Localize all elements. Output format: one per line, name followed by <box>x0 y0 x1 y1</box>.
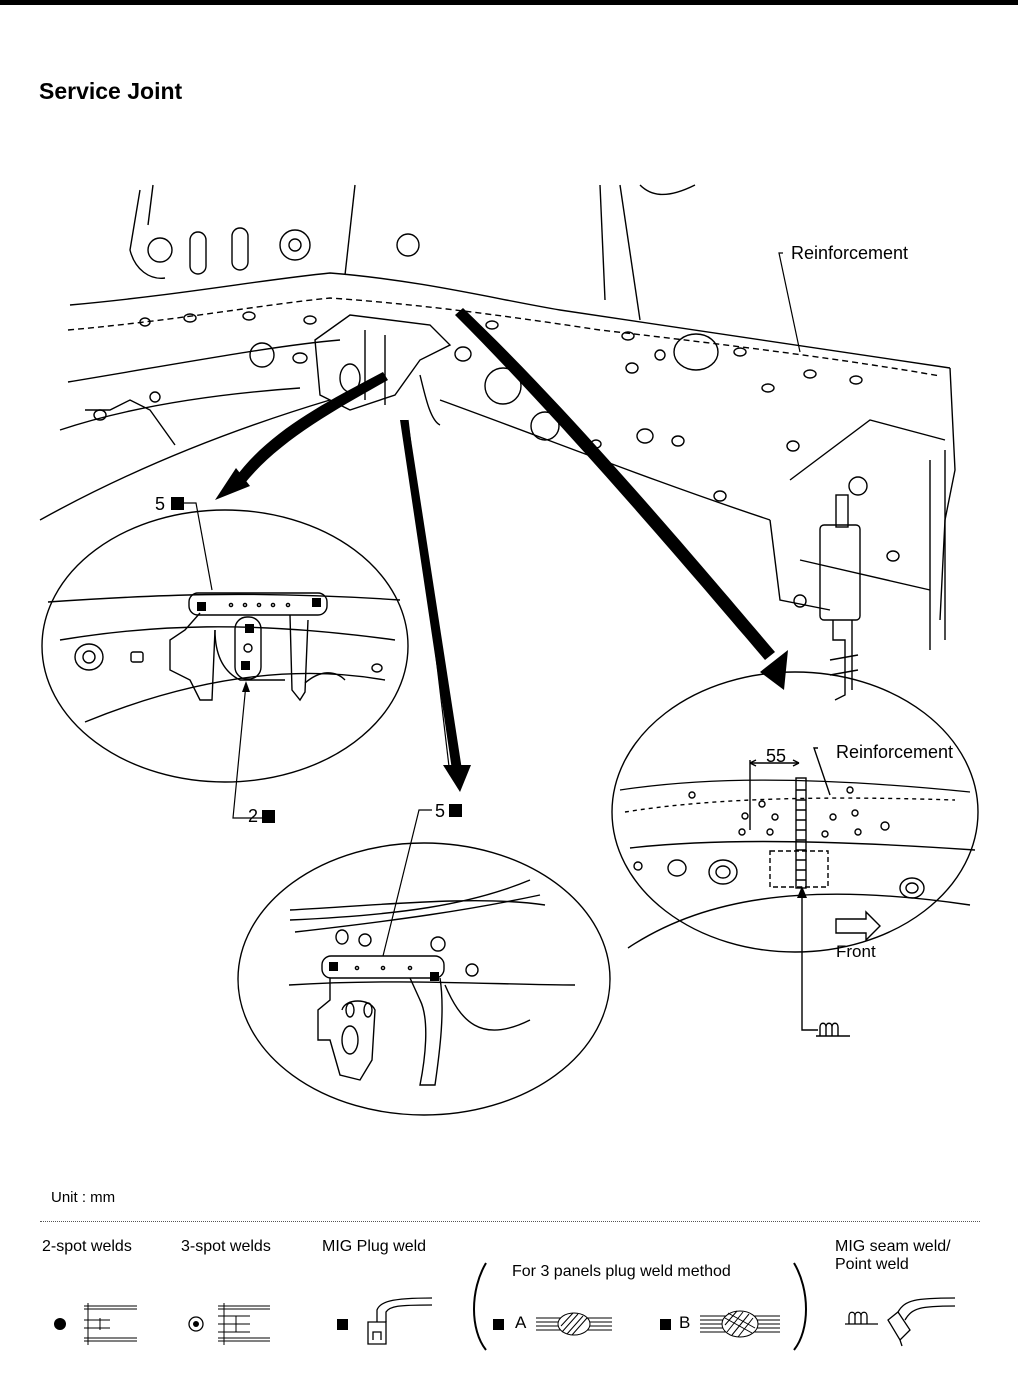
page-title: Service Joint <box>39 78 183 104</box>
legend-three-panels: For 3 panels plug weld method <box>512 1263 731 1280</box>
swept-arrows <box>215 308 788 792</box>
top-border <box>0 0 1018 5</box>
legend-mig-seam: MIG seam weld/ <box>835 1238 951 1255</box>
legend-option-a: A <box>515 1313 527 1332</box>
mig-seam-symbol <box>816 1022 850 1037</box>
weld-count-left-top: 5 <box>155 494 166 514</box>
legend-three-spot: 3-spot welds <box>181 1238 271 1255</box>
unit-label: Unit : mm <box>51 1189 116 1206</box>
legend-option-b: B <box>679 1313 691 1332</box>
legend-mig-plug: MIG Plug weld <box>322 1238 427 1255</box>
legend-graphics <box>54 1262 956 1351</box>
detail-circle-left <box>41 509 409 783</box>
legend-point-weld: Point weld <box>835 1256 909 1273</box>
legend-two-spot: 2-spot welds <box>42 1238 132 1255</box>
frame-illustration <box>39 184 956 701</box>
detail-circle-bottom <box>237 842 611 1116</box>
reinforcement-detail-label: Reinforcement <box>836 742 954 762</box>
weld-count-left-bottom: 2 <box>248 806 259 826</box>
plug-weld-marks <box>171 497 462 981</box>
legend-divider <box>40 1221 980 1222</box>
weld-count-bottom: 5 <box>435 801 446 821</box>
detail-circle-right <box>611 671 979 1031</box>
reinforcement-label: Reinforcement <box>791 243 909 263</box>
front-label: Front <box>836 942 876 961</box>
dimension-label: 55 <box>766 746 787 766</box>
